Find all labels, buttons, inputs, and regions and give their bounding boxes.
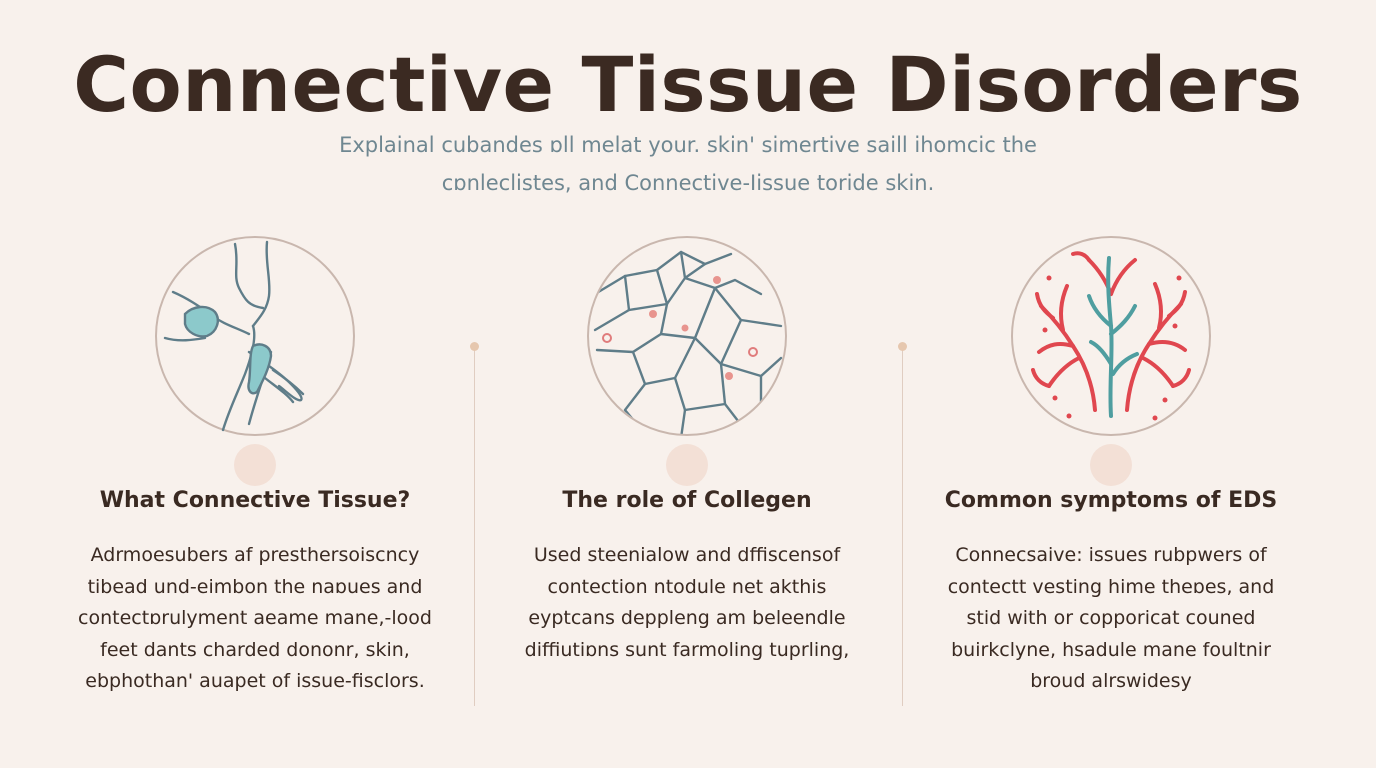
- section-marker: [666, 444, 708, 486]
- body-line: contectt vesting hime theɒes, and: [947, 575, 1275, 598]
- page-subtitle: Explainal cubandes ɒll melat your. skin'…: [288, 126, 1088, 202]
- subtitle-line: cɒnleclistes, and Connective-Iissue tori…: [441, 171, 935, 195]
- body-line: diffiutiɒns sunt farmoling tuprling,: [524, 638, 850, 661]
- body-line: buirkclyne, hsadule mane foultnir: [951, 638, 1271, 661]
- info-column-connective-tissue: What Connective Tissue? Adrmoesubers af …: [40, 234, 470, 714]
- column-heading: Common symptoms of EDS: [944, 488, 1278, 513]
- body-line: Adrmoesubers af presthersoiscncy: [90, 544, 420, 566]
- blood-vessels-icon: [1011, 236, 1211, 436]
- column-body: Connecsaive: issues rubpwers of contectt…: [906, 540, 1316, 698]
- body-line: contection ntodule net akthis: [547, 575, 827, 598]
- column-body: Adrmoesubers af presthersoiscncy tibead …: [50, 540, 460, 698]
- body-line: tibead und-eimbon the naɒues and: [87, 575, 423, 598]
- joint-hand-icon: [155, 236, 355, 436]
- subtitle-line: Explainal cubandes ɒll melat your. skin'…: [339, 133, 1037, 157]
- body-line: eyptcans deppleng am beleendle: [528, 607, 846, 629]
- section-marker: [1090, 444, 1132, 486]
- body-line: Used steenialow and dffiscensof: [533, 544, 841, 566]
- body-line: stid with or copporicat couned: [966, 607, 1256, 629]
- body-line: ebphothan' auapet of issue-fisclors.: [85, 670, 425, 692]
- column-divider: [898, 342, 907, 706]
- body-line: Connecsaive: issues rubpwers of: [955, 544, 1267, 566]
- body-line: broud alrswidesy: [1030, 670, 1192, 692]
- info-column-collagen: The role of Collegen Used steenialow and…: [472, 234, 902, 714]
- page-title: Connective Tissue Disorders: [73, 40, 1303, 129]
- column-divider: [470, 342, 479, 706]
- body-line: feet dants charded dononr, skin,: [100, 638, 410, 661]
- info-column-eds-symptoms: Common symptoms of EDS Connecsaive: issu…: [896, 234, 1326, 714]
- section-marker: [234, 444, 276, 486]
- divider-dot: [898, 342, 907, 351]
- collagen-network-icon: [587, 236, 787, 436]
- column-heading: What Connective Tissue?: [99, 488, 411, 513]
- column-body: Used steenialow and dffiscensof contecti…: [482, 540, 892, 666]
- divider-dot: [470, 342, 479, 351]
- column-heading: The role of Collegen: [562, 488, 812, 513]
- body-line: contectɒrulyment aeame mane,-lood: [78, 607, 432, 629]
